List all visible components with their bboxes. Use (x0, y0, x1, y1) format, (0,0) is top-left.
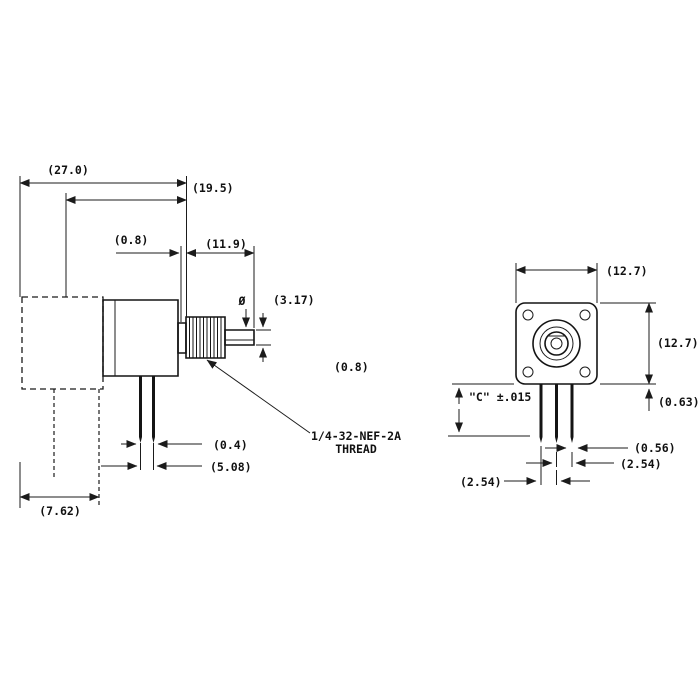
side-view: (27.0) (19.5) (0.8) (11.9) Ø (3.17) (19, 163, 401, 518)
mounting-hole-top-right (580, 310, 590, 320)
pin-3 (570, 384, 574, 437)
pin-1-tip (539, 437, 543, 443)
collar (178, 323, 186, 353)
rear-housing-hidden-outline (22, 297, 103, 389)
dim-body-length: (19.5) (65, 181, 234, 297)
dim-front-width: (12.7) (515, 263, 648, 303)
dim-leg-spacing: (5.08) (101, 443, 252, 474)
thread-hatching (190, 317, 222, 358)
dim-0-63-label: (0.63) (658, 395, 700, 409)
dim-12-7-top-label: (12.7) (606, 264, 648, 278)
dim-pin-pitch-right: (2.54) (526, 452, 662, 471)
dim-7-62-label: (7.62) (39, 504, 81, 518)
pin-2 (555, 384, 558, 437)
leg-2 (152, 376, 155, 437)
thread-note-line2: THREAD (335, 442, 377, 456)
dim-27-0-label: (27.0) (47, 163, 89, 177)
pin-3-tip (570, 437, 574, 443)
dim-pin-offset: (0.63) (645, 388, 700, 411)
potentiometer-body (103, 300, 178, 376)
dim-pin-width: (0.56) (545, 441, 676, 455)
mounting-hole-bottom-right (580, 367, 590, 377)
dim-shaft-diameter: Ø (3.17) (238, 293, 315, 362)
leg-1 (139, 376, 142, 437)
front-shaft-circles (533, 320, 580, 367)
leg-1-tip (139, 437, 142, 443)
dim-bushing-shaft: (11.9) (186, 237, 255, 328)
pin-1 (539, 384, 543, 437)
dim-0-56-label: (0.56) (634, 441, 676, 455)
shaft (225, 330, 254, 345)
dim-overall-length: (27.0) (19, 163, 187, 317)
diameter-symbol: Ø (238, 294, 246, 308)
dim-11-9-label: (11.9) (205, 237, 247, 251)
dim-leg-width: (0.4) (121, 438, 248, 452)
dim-3-17-label: (3.17) (273, 293, 315, 307)
dim-2-54-right-label: (2.54) (620, 457, 662, 471)
side-view-legs (54, 376, 155, 506)
pin-2-tip (555, 437, 558, 443)
dim-step: (0.8) (114, 233, 181, 322)
mounting-hole-top-left (523, 310, 533, 320)
threaded-bushing (186, 317, 225, 358)
dim-19-5-label: (19.5) (192, 181, 234, 195)
front-view-pins (539, 384, 574, 443)
dim-5-08-label: (5.08) (210, 460, 252, 474)
thread-callout: 1/4-32-NEF-2A THREAD (206, 360, 401, 456)
dim-c-label: "C" ±.015 (469, 390, 531, 404)
dim-0-8-top-label: (0.8) (114, 233, 149, 247)
dim-pin-pitch-left: (2.54) (460, 446, 590, 489)
dim-12-7-right-label: (12.7) (657, 336, 699, 350)
mounting-hole-bottom-left (523, 367, 533, 377)
dim-0-8-flat-label: (0.8) (334, 360, 369, 374)
leg-2-tip (152, 437, 155, 443)
front-view: (12.7) (12.7) (0.63) "C" ±.015 (0.56) (448, 263, 700, 489)
thread-note-line1: 1/4-32-NEF-2A (311, 429, 401, 443)
front-body-outline (516, 303, 597, 384)
dim-c-dimension: "C" ±.015 (448, 384, 531, 436)
dim-rear-leg-spacing: (7.62) (19, 462, 100, 518)
dim-2-54-left-label: (2.54) (460, 475, 502, 489)
dim-front-height: (12.7) (600, 302, 699, 385)
dim-0-4-label: (0.4) (213, 438, 248, 452)
